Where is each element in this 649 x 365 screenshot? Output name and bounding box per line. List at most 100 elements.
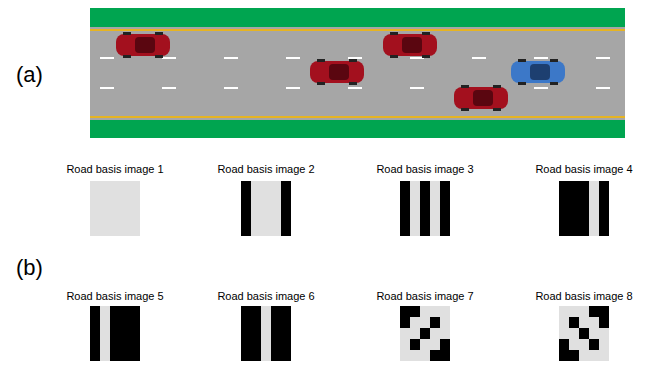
car-body	[383, 34, 437, 56]
lane-dash	[100, 57, 114, 59]
pattern-cell	[569, 214, 579, 225]
pattern-cell	[420, 306, 430, 317]
pattern-cell	[430, 214, 440, 225]
pattern-cell	[569, 306, 579, 317]
pattern-cell	[281, 306, 291, 317]
lane-dash	[286, 57, 300, 59]
pattern-cell	[120, 203, 130, 214]
pattern-cell	[440, 181, 450, 192]
pattern-cell	[559, 339, 569, 350]
pattern-cell	[110, 328, 120, 339]
pattern-cell	[410, 317, 420, 328]
lane-dash	[410, 87, 424, 89]
pattern-cell	[271, 192, 281, 203]
image-title: Road basis image 3	[372, 163, 477, 176]
pattern-cell	[100, 306, 110, 317]
pattern-cell	[599, 181, 609, 192]
pattern-cell	[579, 339, 589, 350]
pattern-cell	[440, 192, 450, 203]
lane-dash	[286, 87, 300, 89]
pattern-cell	[130, 339, 140, 350]
pattern-cell	[569, 192, 579, 203]
pattern-cell	[559, 181, 569, 192]
car-roof	[329, 64, 349, 80]
pattern-cell	[281, 181, 291, 192]
pattern-cell	[400, 306, 410, 317]
pattern-cell	[110, 317, 120, 328]
image-title: Road basis image 6	[213, 290, 318, 303]
pattern-cell	[110, 306, 120, 317]
car-wheel	[155, 55, 163, 58]
pattern-cell	[589, 328, 599, 339]
image-title: Road basis image 2	[213, 163, 318, 176]
pattern-cell	[130, 214, 140, 225]
pattern-cell	[130, 306, 140, 317]
pattern-cell	[400, 317, 410, 328]
pattern-cell	[430, 306, 440, 317]
car-wheel	[461, 85, 469, 88]
pattern-cell	[241, 181, 251, 192]
pattern-cell	[90, 181, 100, 192]
pattern-cell	[410, 203, 420, 214]
pattern-cell	[130, 181, 140, 192]
pattern-cell	[130, 317, 140, 328]
pattern-cell	[430, 181, 440, 192]
grass-band	[90, 8, 625, 27]
pattern-cell	[599, 306, 609, 317]
pattern-cell	[241, 192, 251, 203]
pattern-cell	[589, 317, 599, 328]
lane-dash	[348, 87, 362, 89]
pattern-cell	[110, 350, 120, 361]
car-wheel	[390, 32, 398, 35]
pattern-cell	[281, 203, 291, 214]
lane-dash	[472, 57, 486, 59]
pattern-cell	[281, 225, 291, 236]
pattern-cell	[241, 203, 251, 214]
pattern-cell	[281, 192, 291, 203]
pattern-cell	[400, 214, 410, 225]
pattern-cell	[589, 181, 599, 192]
basis-image: Road basis image 5	[62, 290, 167, 361]
car-wheel	[422, 55, 430, 58]
pattern-cell	[569, 328, 579, 339]
pattern-cell	[90, 214, 100, 225]
basis-image: Road basis image 3	[372, 163, 477, 236]
pattern-cell	[251, 203, 261, 214]
car-wheel	[317, 82, 325, 85]
pattern-cell	[559, 203, 569, 214]
pattern-cell	[90, 306, 100, 317]
pattern-cell	[400, 225, 410, 236]
pattern-cell	[420, 339, 430, 350]
pattern-cell	[100, 214, 110, 225]
image-title: Road basis image 8	[531, 290, 636, 303]
panel-label: (a)	[16, 63, 43, 87]
pattern-cell	[120, 339, 130, 350]
pattern-cell	[120, 350, 130, 361]
car-wheel	[493, 85, 501, 88]
basis-image: Road basis image 6	[213, 290, 318, 361]
pattern-cell	[599, 203, 609, 214]
car-roof	[530, 64, 550, 80]
pattern-cell	[430, 225, 440, 236]
lane-dash	[348, 57, 362, 59]
pattern-cell	[110, 339, 120, 350]
car-wheel	[550, 59, 558, 62]
pattern-cell	[241, 306, 251, 317]
pattern-cell	[261, 339, 271, 350]
pattern-cell	[281, 214, 291, 225]
pattern-cell	[420, 203, 430, 214]
lane-dash	[224, 57, 238, 59]
pattern-cell	[440, 225, 450, 236]
car-body	[511, 61, 565, 83]
pattern-cell	[261, 181, 271, 192]
edge-line	[90, 116, 625, 118]
pattern-cell	[271, 350, 281, 361]
pattern-cell	[440, 203, 450, 214]
pattern-cell	[410, 192, 420, 203]
pattern-cell	[589, 192, 599, 203]
pattern-cell	[271, 317, 281, 328]
pattern-cell	[271, 306, 281, 317]
pattern-cell	[90, 192, 100, 203]
car-wheel	[123, 32, 131, 35]
pattern-cell	[400, 192, 410, 203]
